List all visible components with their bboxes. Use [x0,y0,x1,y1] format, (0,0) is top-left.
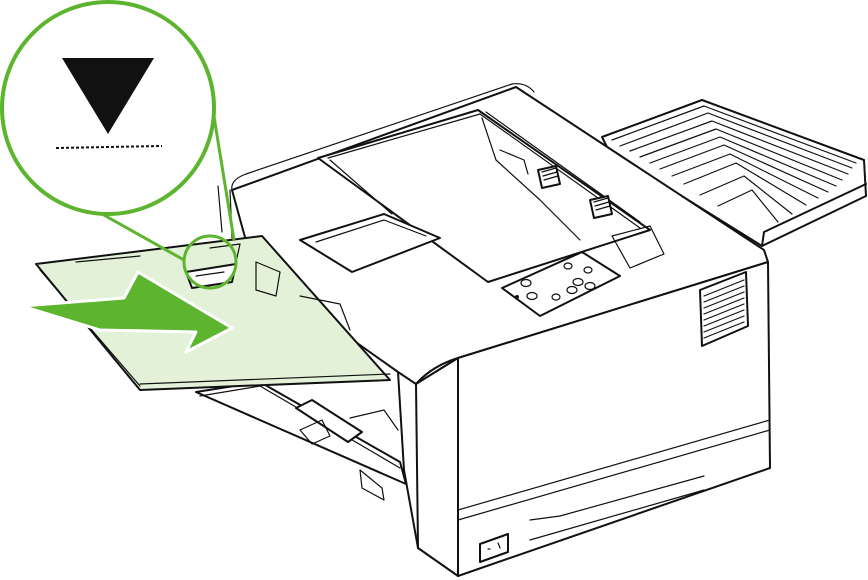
triangle-down-icon [62,58,154,134]
power-switch [479,533,509,563]
side-vent [699,271,749,347]
zoom-callout [0,0,238,290]
paper-stack [35,235,391,391]
zoom-target-circle [182,234,238,290]
arrow-right-icon [20,270,234,354]
power-switch-icon [487,542,501,550]
max-stack-height-line [55,145,163,149]
top-output-bin [299,109,665,283]
tray-1-extension [195,381,407,485]
control-panel [501,251,621,317]
paper-width-guides [185,243,351,331]
